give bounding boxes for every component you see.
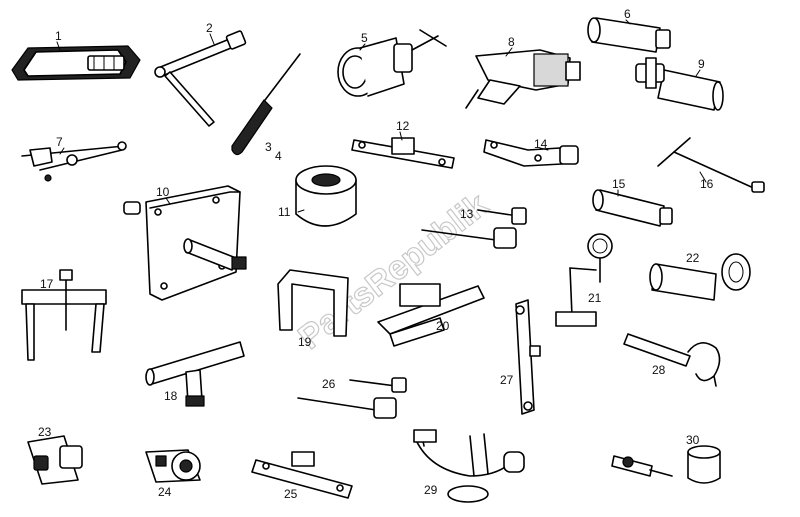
label-14: 14	[534, 137, 548, 151]
label-5: 5	[361, 31, 368, 45]
label-17: 17	[40, 277, 54, 291]
tool-27-long-bar[interactable]	[515, 299, 541, 415]
label-8: 8	[508, 35, 515, 49]
label-2: 2	[206, 21, 213, 35]
tool-21-dial-gauge-stand[interactable]	[555, 233, 613, 327]
label-21: 21	[588, 291, 602, 305]
tool-8-heat-gun[interactable]	[465, 49, 581, 109]
tool-25-flat-bar[interactable]	[251, 451, 353, 499]
tool-20-fork-holder[interactable]	[377, 283, 485, 347]
label-25: 25	[284, 487, 298, 501]
tool-29-clutch-holder[interactable]	[413, 429, 525, 503]
label-19: 19	[298, 335, 312, 349]
label-20: 20	[436, 319, 450, 333]
tool-18-t-socket[interactable]	[145, 341, 245, 407]
tool-28-hook-spanner[interactable]	[623, 333, 721, 387]
label-4: 4	[275, 149, 282, 163]
tool-9-bearing-puller[interactable]	[635, 57, 724, 111]
label-6: 6	[624, 7, 631, 21]
label-1: 1	[55, 29, 62, 43]
label-16: 16	[700, 177, 714, 191]
leader-lines	[56, 19, 707, 213]
tool-12-flywheel-holder[interactable]	[351, 137, 455, 169]
label-23: 23	[38, 425, 52, 439]
tool-3-screwdriver[interactable]	[231, 53, 301, 156]
tool-5-flywheel-puller[interactable]	[337, 29, 447, 97]
label-30: 30	[686, 433, 700, 447]
label-26: 26	[322, 377, 336, 391]
tool-19-u-bracket[interactable]	[277, 269, 349, 337]
label-11: 11	[278, 205, 291, 219]
tool-11-ring[interactable]	[295, 165, 357, 227]
tool-16-t-wrench[interactable]	[657, 137, 765, 193]
label-28: 28	[652, 363, 666, 377]
label-15: 15	[612, 177, 626, 191]
label-22: 22	[686, 251, 700, 265]
tool-26-drift-pins[interactable]	[297, 377, 407, 419]
tool-17-two-leg-puller[interactable]	[21, 269, 107, 361]
label-3: 3	[265, 140, 272, 154]
tool-2-spark-plug-spanner[interactable]	[154, 30, 247, 127]
tool-22-sleeve-set[interactable]	[649, 253, 751, 301]
tool-24-flywheel-holder[interactable]	[145, 449, 201, 483]
label-9: 9	[698, 57, 705, 71]
label-7: 7	[56, 135, 63, 149]
tool-6-drift[interactable]	[587, 17, 671, 53]
tool-1-tool-pouch[interactable]	[11, 45, 141, 81]
label-29: 29	[424, 483, 438, 497]
tool-30-nozzle-cap[interactable]	[611, 445, 721, 484]
label-12: 12	[396, 119, 410, 133]
tool-13-pin-set[interactable]	[421, 207, 527, 249]
label-10: 10	[156, 185, 170, 199]
label-13: 13	[460, 207, 474, 221]
tool-15-tube[interactable]	[592, 189, 673, 227]
tool-10-crankcase-plate[interactable]	[123, 185, 247, 301]
part-number-labels: 1 2 3 4 5 6 7 8 9 10 11 12 13 14 15 16 1…	[38, 7, 714, 501]
tool-14-bracket[interactable]	[483, 139, 579, 167]
label-24: 24	[158, 485, 172, 499]
tool-7-rod-tool[interactable]	[21, 141, 127, 182]
tool-23-socket[interactable]	[27, 435, 83, 485]
label-18: 18	[164, 389, 178, 403]
label-27: 27	[500, 373, 514, 387]
